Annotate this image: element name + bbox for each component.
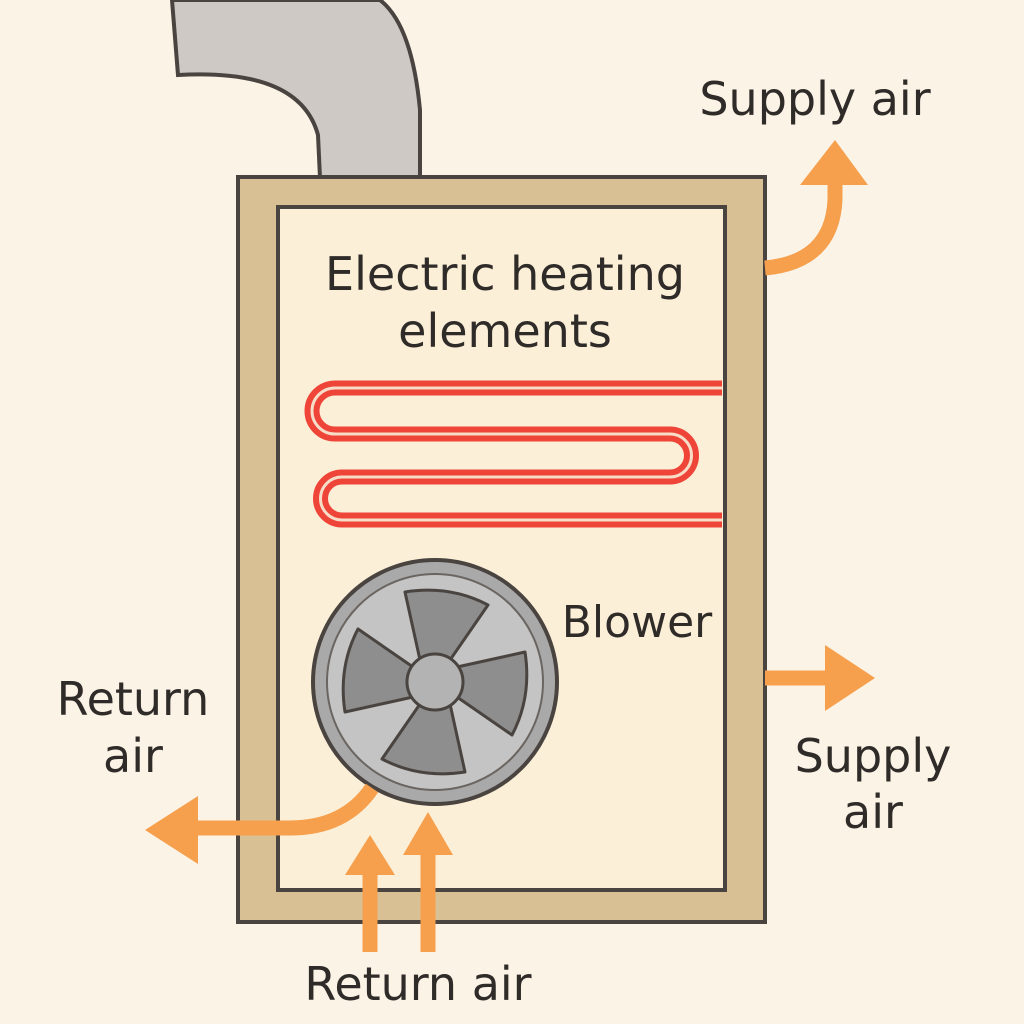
heating-label-line1: Electric heating <box>325 247 685 301</box>
fan-hub <box>405 652 465 712</box>
fan-blades <box>341 588 529 776</box>
return-air-left-arrowhead <box>145 796 198 864</box>
flue-pipe <box>169 0 422 180</box>
heating-element-coil <box>304 380 722 528</box>
airflow-arrows <box>145 140 875 952</box>
return-air-left-label-line1: Return <box>57 672 210 726</box>
return-air-bottom-label: Return air <box>304 957 531 1011</box>
supply-air-right-label-line1: Supply <box>795 729 952 783</box>
return-air-left-arrow <box>195 783 379 836</box>
blower-fan <box>311 558 559 806</box>
return-air-left-label-line2: air <box>103 729 163 783</box>
supply-air-top-arrow <box>764 175 843 276</box>
supply-air-right-label-line2: air <box>843 785 903 839</box>
supply-air-top-arrowhead <box>800 140 868 185</box>
heating-label-line2: elements <box>398 304 612 358</box>
supply-air-right-arrowhead <box>825 645 875 711</box>
return-air-bottom-arrowhead-1 <box>345 835 395 875</box>
blower-label: Blower <box>562 597 713 648</box>
return-air-bottom-arrowhead-2 <box>403 812 453 855</box>
supply-air-top-label: Supply air <box>699 72 930 126</box>
